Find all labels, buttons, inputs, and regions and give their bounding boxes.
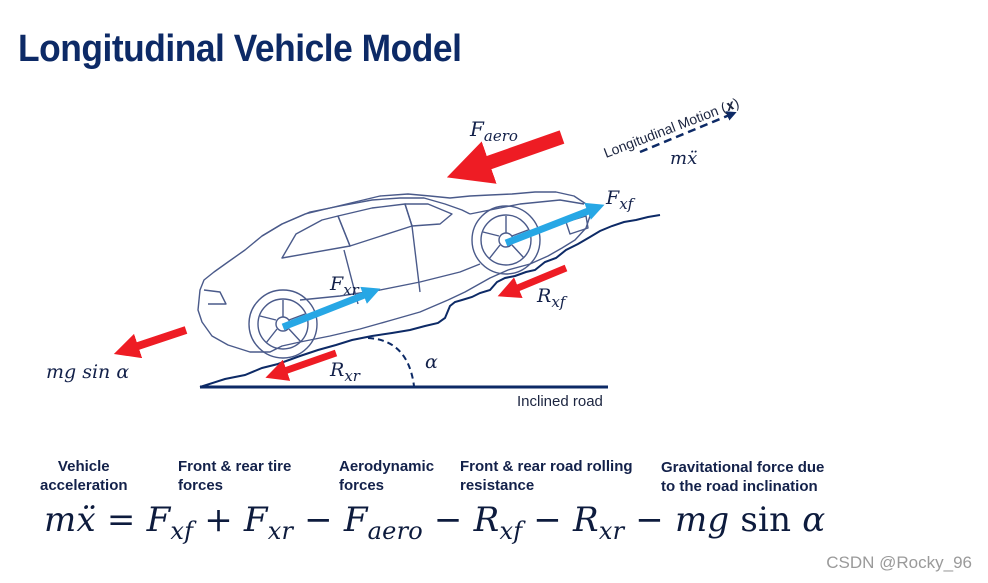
term-tire-forces: Front & rear tire forces: [178, 457, 291, 495]
eq-minus-1: −: [304, 500, 333, 540]
term-rolling-resistance: Front & rear road rolling resistance: [460, 457, 633, 495]
inclined-road-label: Inclined road: [517, 393, 603, 410]
term-aero-forces-line1: Aerodynamic: [339, 458, 435, 475]
eq-f-aero: Faero: [343, 500, 423, 545]
eq-minus-2: −: [433, 500, 463, 540]
r-xr-label: Rxr: [329, 359, 361, 385]
term-gravitational-line2: to the road inclination: [661, 478, 818, 495]
eq-mg-sin: mg sin α: [674, 500, 826, 540]
term-aero-forces: Aerodynamic forces: [339, 457, 434, 495]
car-window-line: [261, 197, 471, 237]
car-rear-window: [281, 215, 351, 259]
gravity-arrow: [113, 326, 188, 359]
f-aero-label: Faero: [469, 117, 518, 145]
term-gravitational-line1: Gravitational force due: [661, 459, 825, 476]
eq-lhs: mẍ: [44, 500, 96, 540]
equation: mẍ = Fxf + Fxr − Faero − Rxf − Rxr − mg …: [44, 500, 825, 545]
term-rolling-resistance-line1: Front & rear road rolling: [460, 458, 633, 475]
eq-r-xr: Rxr: [573, 500, 625, 545]
eq-equals: =: [106, 500, 136, 540]
term-tire-forces-line2: forces: [178, 477, 224, 494]
term-vehicle-acceleration: Vehicle acceleration: [40, 457, 128, 495]
m-xddot-label: mẍ: [670, 148, 697, 169]
eq-plus: +: [204, 500, 233, 540]
car-sketch: [197, 191, 591, 353]
f-xr-label: Fxr: [329, 273, 360, 299]
car-side-window: [337, 203, 413, 247]
r-xf-label: Rxf: [536, 285, 568, 311]
eq-f-xr: Fxr: [243, 500, 294, 545]
term-vehicle-acceleration-line1: Vehicle: [57, 458, 110, 475]
f-xf-arrow: [504, 202, 605, 247]
eq-minus-4: −: [635, 500, 664, 540]
car-hood-line: [469, 199, 585, 215]
f-xf-label: Fxf: [605, 187, 636, 213]
motion-arrow: [639, 111, 737, 154]
eq-f-xf: Fxf: [146, 500, 194, 545]
front-wheel: [471, 205, 541, 275]
term-vehicle-acceleration-line2: acceleration: [40, 477, 128, 494]
term-gravitational: Gravitational force due to the road incl…: [661, 458, 824, 496]
mg-sin-label: mg sin α: [46, 361, 129, 383]
f-xr-arrow: [281, 286, 381, 331]
f-aero-arrow: [446, 130, 565, 184]
car-front-window: [404, 203, 453, 227]
car-rear-light: [203, 289, 227, 305]
rear-wheel: [248, 289, 318, 359]
term-rolling-resistance-line2: resistance: [460, 477, 535, 494]
term-tire-forces-line1: Front & rear tire: [178, 458, 292, 475]
term-aero-forces-line2: forces: [339, 477, 385, 494]
eq-r-xf: Rxf: [473, 500, 523, 545]
page-title: Longitudinal Vehicle Model: [18, 28, 462, 70]
car-body-outline: [197, 191, 591, 353]
car-sill-line: [299, 263, 481, 301]
r-xr-arrow: [265, 349, 338, 381]
r-xf-arrow: [497, 264, 568, 299]
eq-minus-3: −: [533, 500, 562, 540]
road-profile: [199, 214, 661, 388]
watermark: CSDN @Rocky_96: [826, 553, 972, 572]
angle-arc: [367, 337, 415, 387]
alpha-label: α: [425, 351, 438, 373]
